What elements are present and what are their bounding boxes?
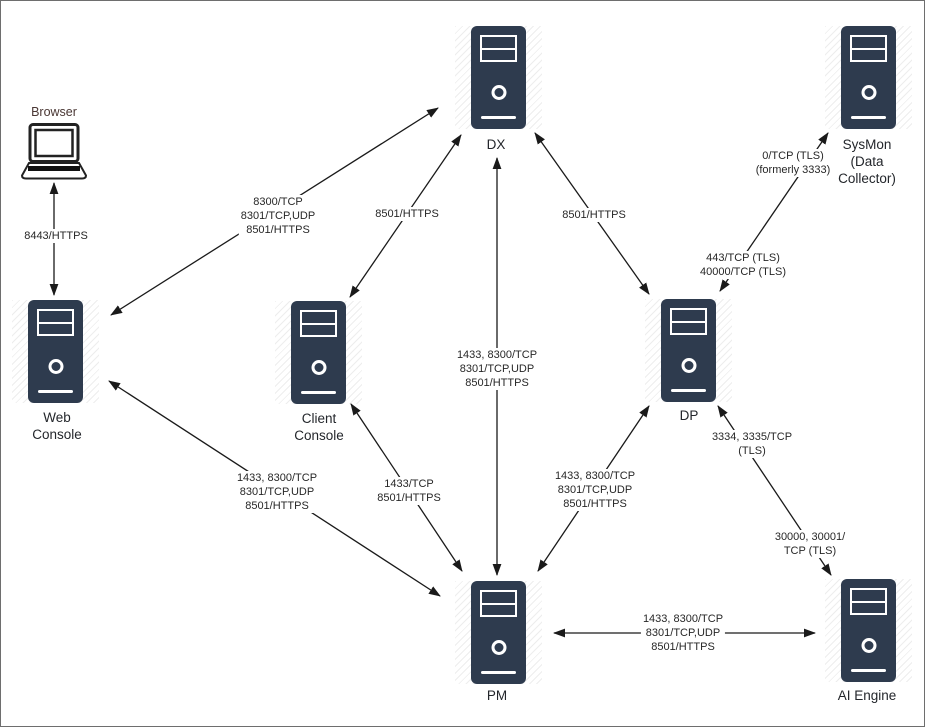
server-slot bbox=[671, 389, 706, 392]
node-sysmon bbox=[825, 26, 912, 129]
server-power-ring bbox=[681, 358, 696, 373]
edge-label-dp-sysmon-lower: 443/TCP (TLS) 40000/TCP (TLS) bbox=[697, 251, 789, 279]
server-power-ring bbox=[491, 85, 506, 100]
server-icon bbox=[841, 26, 896, 129]
server-slot bbox=[851, 116, 886, 119]
server-drive-bays bbox=[850, 588, 887, 615]
edge-label-web-console-pm: 1433, 8300/TCP 8301/TCP,UDP 8501/HTTPS bbox=[234, 471, 320, 513]
server-power-ring bbox=[861, 638, 876, 653]
edge-label-pm-ai-engine: 1433, 8300/TCP 8301/TCP,UDP 8501/HTTPS bbox=[640, 612, 726, 654]
edge-label-dp-sysmon-upper: 0/TCP (TLS) (formerly 3333) bbox=[753, 149, 833, 177]
laptop-icon bbox=[21, 123, 87, 180]
node-label-dp: DP bbox=[679, 408, 699, 423]
server-slot bbox=[481, 671, 516, 674]
edge-label-dp-pm: 1433, 8300/TCP 8301/TCP,UDP 8501/HTTPS bbox=[552, 469, 638, 511]
server-icon bbox=[841, 579, 896, 682]
node-web-console bbox=[12, 300, 99, 403]
server-drive-bays bbox=[37, 309, 74, 336]
server-slot bbox=[851, 669, 886, 672]
server-power-ring bbox=[491, 640, 506, 655]
edge-label-dp-ai-upper: 3334, 3335/TCP (TLS) bbox=[709, 430, 795, 458]
node-label-sysmon: SysMon (Data Collector) bbox=[838, 137, 896, 186]
edge-label-dx-pm: 1433, 8300/TCP 8301/TCP,UDP 8501/HTTPS bbox=[454, 348, 540, 390]
server-slot bbox=[301, 391, 336, 394]
node-label-client-console: Client Console bbox=[294, 411, 344, 443]
node-client-console bbox=[275, 301, 362, 404]
server-slot bbox=[38, 390, 73, 393]
server-icon bbox=[291, 301, 346, 404]
node-label-ai-engine: AI Engine bbox=[837, 688, 897, 703]
node-ai-engine bbox=[825, 579, 912, 682]
server-drive-bays bbox=[480, 35, 517, 62]
edge-label-dx-dp: 8501/HTTPS bbox=[560, 208, 628, 222]
edge-label-client-console-pm: 1433/TCP 8501/HTTPS bbox=[375, 477, 443, 505]
edge-label-dp-ai-lower: 30000, 30001/ TCP (TLS) bbox=[772, 530, 848, 558]
server-drive-bays bbox=[850, 35, 887, 62]
server-icon bbox=[28, 300, 83, 403]
edge-label-web-console-dx: 8300/TCP 8301/TCP,UDP 8501/HTTPS bbox=[238, 195, 318, 237]
node-label-dx: DX bbox=[486, 137, 506, 152]
server-power-ring bbox=[861, 85, 876, 100]
server-icon bbox=[661, 299, 716, 402]
server-slot bbox=[481, 116, 516, 119]
edge-label-browser-web-console: 8443/HTTPS bbox=[22, 229, 90, 243]
server-icon bbox=[471, 26, 526, 129]
server-icon bbox=[471, 581, 526, 684]
node-label-pm: PM bbox=[486, 688, 508, 703]
server-power-ring bbox=[48, 359, 63, 374]
node-label-web-console: Web Console bbox=[32, 410, 82, 442]
server-drive-bays bbox=[670, 308, 707, 335]
server-power-ring bbox=[311, 360, 326, 375]
node-label-browser: Browser bbox=[31, 105, 77, 119]
server-drive-bays bbox=[300, 310, 337, 337]
edge-label-client-console-dx: 8501/HTTPS bbox=[373, 207, 441, 221]
server-drive-bays bbox=[480, 590, 517, 617]
node-dx bbox=[455, 26, 542, 129]
node-pm bbox=[455, 581, 542, 684]
node-dp bbox=[645, 299, 732, 402]
